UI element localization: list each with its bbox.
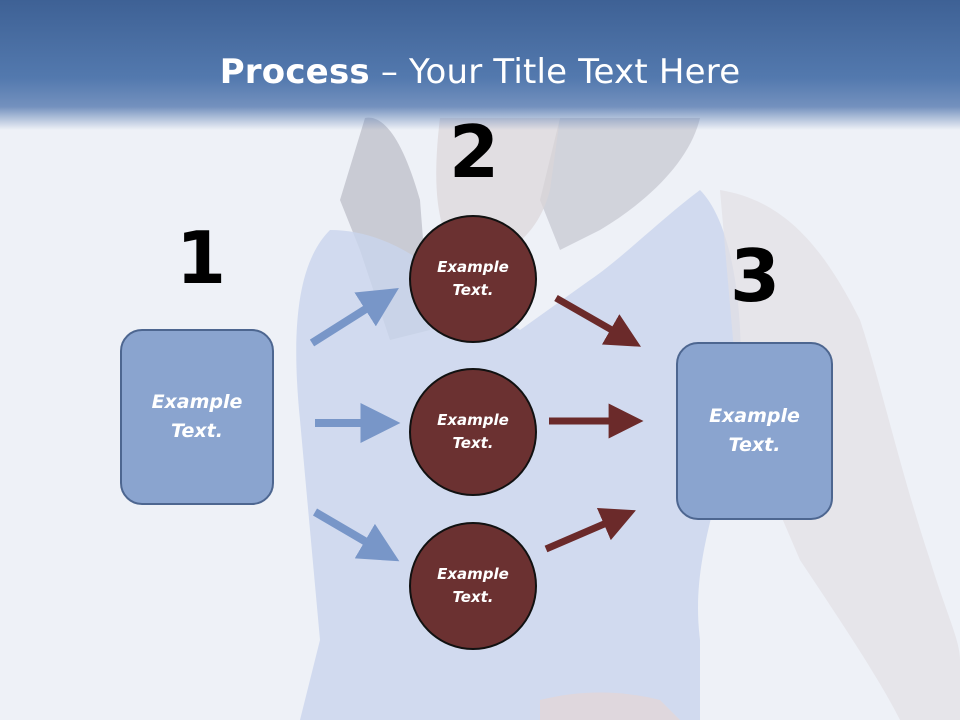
left-box-line1: Example: [151, 391, 243, 413]
left-box-text: Example Text.: [152, 388, 243, 446]
circle-3-line2: Text.: [452, 588, 494, 606]
circle-2[interactable]: Example Text.: [409, 368, 537, 496]
right-box[interactable]: Example Text.: [676, 342, 833, 520]
title-rest: – Your Title Text Here: [369, 52, 741, 92]
left-box-line2: Text.: [171, 420, 223, 442]
slide-title: Process – Your Title Text Here: [0, 52, 960, 92]
left-box[interactable]: Example Text.: [120, 329, 274, 505]
circle-1-text: Example Text.: [437, 256, 509, 302]
hair-shape-right: [540, 118, 700, 250]
circle-2-line2: Text.: [452, 434, 494, 452]
title-bold: Process: [219, 52, 370, 92]
circle-3[interactable]: Example Text.: [409, 522, 537, 650]
circle-2-text: Example Text.: [437, 409, 509, 455]
step-number-1: 1: [176, 216, 227, 300]
circle-1[interactable]: Example Text.: [409, 215, 537, 343]
right-box-text: Example Text.: [709, 402, 800, 460]
hand-shape: [540, 692, 680, 720]
arrow-from-circle-3: [544, 508, 637, 553]
header-band: [0, 0, 960, 130]
step-number-2: 2: [449, 110, 500, 194]
step-number-3: 3: [730, 234, 781, 318]
right-box-line2: Text.: [728, 434, 781, 456]
circle-1-line1: Example: [437, 258, 509, 276]
circle-2-line1: Example: [437, 411, 509, 429]
arrow-to-circle-3: [312, 508, 400, 562]
right-box-line1: Example: [709, 405, 800, 427]
circle-3-text: Example Text.: [437, 563, 509, 609]
arrow-to-circle-1: [309, 288, 399, 347]
arm-shape: [720, 190, 960, 720]
arrow-from-circle-1: [554, 294, 642, 347]
circle-3-line1: Example: [437, 565, 509, 583]
circle-1-line2: Text.: [452, 281, 494, 299]
